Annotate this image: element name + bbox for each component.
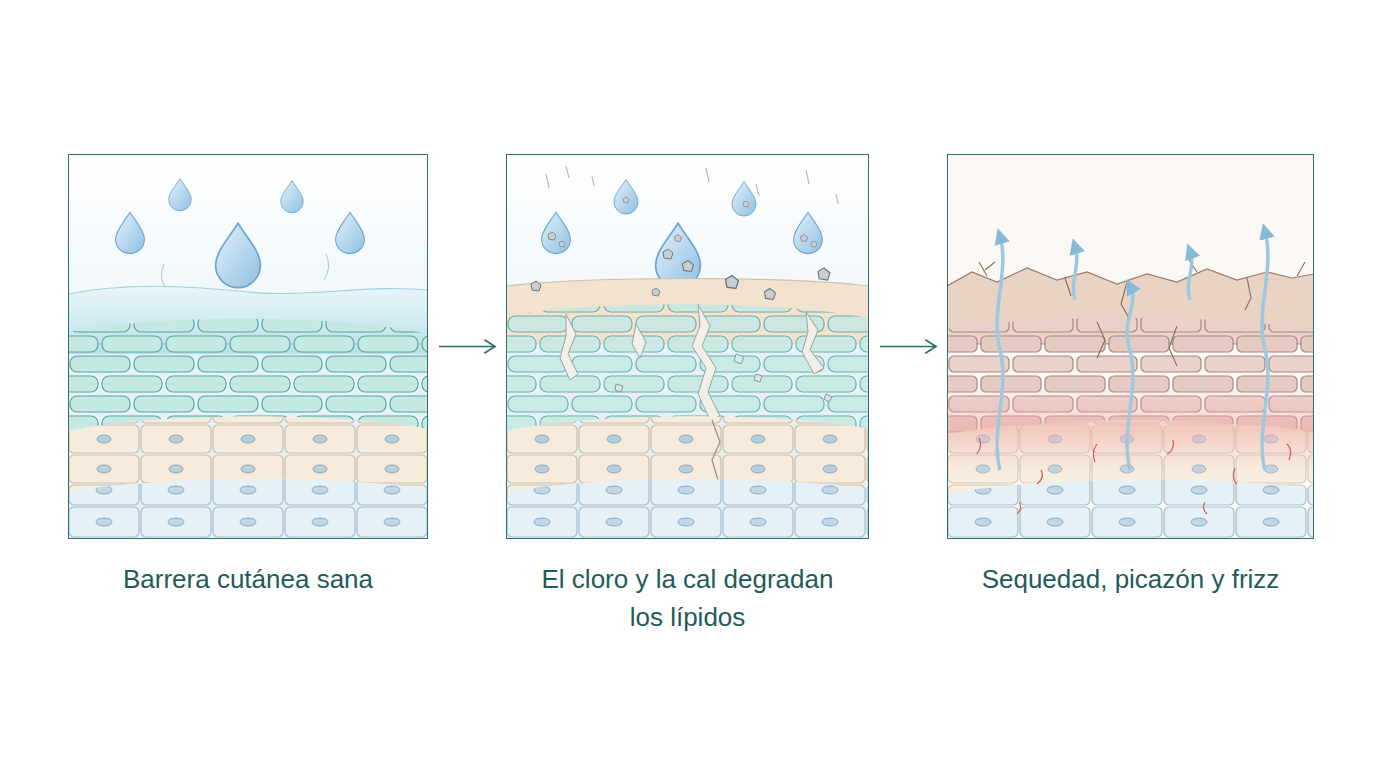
illustration-part [712, 420, 720, 480]
illustration-part [726, 276, 739, 289]
illustration-part [623, 197, 629, 203]
illustration-part [997, 236, 1003, 470]
illustration-part [675, 235, 682, 242]
illustration-part [161, 254, 328, 288]
flow-arrow [439, 346, 495, 347]
dry-skin-panel [947, 154, 1314, 539]
illustration-part [542, 212, 571, 253]
illustration-part [794, 212, 823, 253]
illustration-part [281, 181, 303, 213]
illustration-part [743, 201, 749, 207]
illustration-part [1262, 231, 1268, 470]
illustration-part [811, 241, 817, 247]
illustration-part [652, 288, 660, 296]
illustration-part [663, 249, 673, 259]
illustration-part [559, 241, 565, 247]
illustration-part [614, 180, 638, 215]
illustration-part [506, 480, 869, 539]
illustration-part [692, 304, 720, 420]
illustration-part [801, 235, 808, 242]
illustration-part [1073, 246, 1076, 300]
illustration-part [506, 279, 869, 287]
flow-arrow [880, 346, 936, 347]
illustration-part [802, 312, 824, 374]
damaged-skin-panel [506, 154, 869, 539]
illustration-part [1097, 322, 1177, 366]
illustration-part [169, 179, 191, 211]
panel-box: El cloro y la cal degradan los lípidos [506, 154, 869, 539]
illustration-part [336, 212, 365, 253]
illustration-part [977, 438, 1291, 514]
panel-caption: El cloro y la cal degradan los lípidos [523, 560, 853, 636]
illustration-part [216, 223, 261, 287]
illustration-part [68, 480, 428, 539]
illustration-part [506, 304, 869, 431]
illustration-part [546, 166, 838, 204]
illustration-part [68, 319, 428, 431]
healthy-skin-panel [68, 154, 428, 539]
illustration-part [560, 314, 578, 380]
illustration-part [947, 154, 1314, 539]
illustration-part [1188, 251, 1191, 300]
illustration-part [1127, 286, 1133, 470]
illustration-part [979, 260, 1305, 318]
illustration-part [615, 354, 832, 402]
illustration-part [765, 289, 776, 300]
illustration-part [947, 480, 1314, 539]
illustration-part [68, 154, 428, 539]
illustration-part [818, 268, 830, 280]
illustration-part [732, 182, 756, 217]
illustration-part [683, 261, 694, 272]
illustration-part [632, 324, 646, 358]
panel-caption: Sequedad, picazón y frizz [966, 560, 1296, 598]
illustration-part [116, 212, 145, 253]
illustration-part [548, 232, 556, 240]
panel-box: Barrera cutánea sana [68, 154, 428, 539]
illustration-part [531, 281, 541, 291]
illustration-part [68, 286, 428, 294]
panel-caption: Barrera cutánea sana [83, 560, 413, 598]
panel-box: Sequedad, picazón y frizz [947, 154, 1314, 539]
illustration-part [506, 154, 869, 539]
